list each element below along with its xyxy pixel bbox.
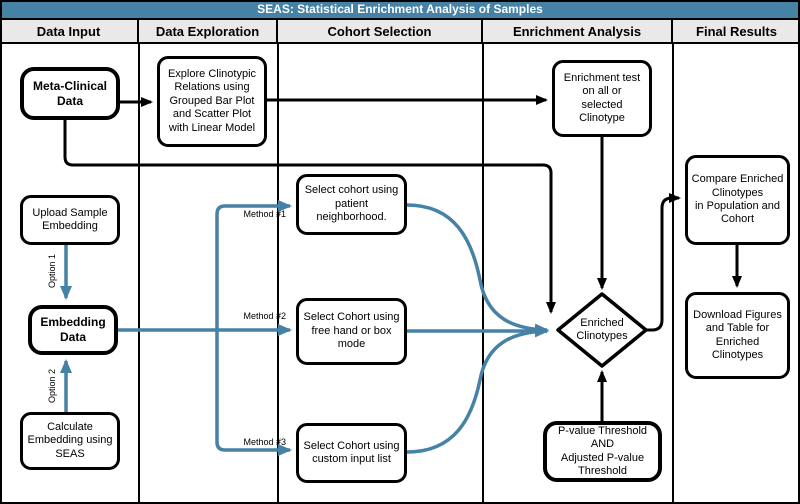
node-upload-sample-embedding: Upload Sample Embedding: [20, 195, 120, 245]
node-embedding-data: Embedding Data: [28, 305, 118, 355]
page-title: SEAS: Statistical Enrichment Analysis of…: [257, 2, 543, 16]
column-header-data-exploration: Data Exploration: [139, 20, 278, 42]
decision-enriched-clinotypes: [556, 292, 648, 368]
column-header-row: Data Input Data Exploration Cohort Selec…: [0, 20, 800, 44]
node-compare-enriched-clinotypes: Compare Enriched Clinotypes in Populatio…: [685, 155, 790, 245]
arrow-method3-embedding-to-custom-list: [215, 330, 292, 456]
node-select-cohort-freehand: Select Cohort using free hand or box mod…: [296, 298, 407, 365]
arrow-meta-to-enriched-diamond: [63, 120, 556, 314]
node-select-cohort-custom-list: Select Cohort using custom input list: [296, 423, 407, 483]
edge-label-method-3: Method #3: [243, 437, 286, 447]
node-explore-clinotypic-relations: Explore Clinotypic Relations using Group…: [157, 56, 267, 147]
edge-label-method-2: Method #2: [243, 311, 286, 321]
arrow-diamond-to-compare: [646, 193, 681, 332]
column-header-final-results: Final Results: [696, 23, 777, 39]
column-header-enrichment-analysis: Enrichment Analysis: [483, 20, 673, 42]
edge-label-method-1: Method #1: [243, 209, 286, 219]
edge-label-option-2: Option 2: [47, 368, 57, 404]
title-bar: SEAS: Statistical Enrichment Analysis of…: [0, 0, 800, 20]
column-divider-2: [277, 44, 279, 502]
arrow-neighborhood-to-diamond: [406, 203, 549, 336]
column-divider-3: [482, 44, 484, 502]
column-divider-1: [138, 44, 140, 502]
node-pvalue-threshold: P-value Threshold AND Adjusted P-value T…: [543, 421, 662, 482]
column-header-cohort-selection: Cohort Selection: [278, 20, 483, 42]
arrow-method1-embedding-to-neighborhood: [215, 200, 292, 330]
node-download-figures-table: Download Figures and Table for Enriched …: [685, 292, 790, 379]
column-header-data-input: Data Input: [0, 20, 139, 42]
edge-label-option-1: Option 1: [47, 253, 57, 289]
arrow-custom-list-to-diamond: [406, 325, 549, 454]
decision-enriched-clinotypes-label: Enriched Clinotypes: [576, 316, 628, 342]
column-divider-4: [672, 44, 674, 502]
node-select-cohort-neighborhood: Select cohort using patient neighborhood…: [296, 174, 407, 235]
node-meta-clinical-data: Meta-Clinical Data: [20, 67, 120, 120]
node-calculate-embedding-seas: Calculate Embedding using SEAS: [20, 412, 120, 470]
node-enrichment-test: Enrichment test on all or selected Clino…: [552, 60, 652, 137]
